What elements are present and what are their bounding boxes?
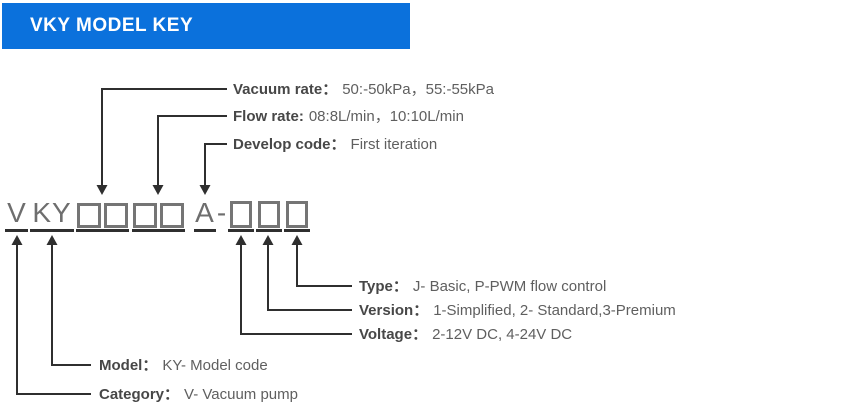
type-box <box>286 201 308 228</box>
underline-type-box <box>284 229 310 232</box>
arrow-down-icon <box>96 185 108 195</box>
voltage-connector <box>235 235 352 335</box>
arrow-down-icon <box>199 185 211 195</box>
flow-rate-annotation: Flow rate:08:8L/min，10:10L/min <box>233 108 464 125</box>
flow-rate-box-2 <box>160 203 184 228</box>
arrow-down-icon <box>152 185 164 195</box>
version-annotation: Version：1-Simplified, 2- Standard,3-Prem… <box>359 302 676 319</box>
vacuum-rate-value: 50:-50kPa，55:-55kPa <box>342 81 494 98</box>
vacuum-rate-label: Vacuum rate： <box>233 81 338 98</box>
code-develop-letter: A <box>195 197 215 228</box>
arrow-up-icon <box>291 235 303 245</box>
vacuum-rate-box-2 <box>104 203 128 228</box>
version-value: 1-Simplified, 2- Standard,3-Premium <box>433 302 676 319</box>
develop-code-label: Develop code： <box>233 136 346 153</box>
underline-model <box>30 229 74 232</box>
type-value: J- Basic, P-PWM flow control <box>412 278 607 295</box>
arrow-up-icon <box>11 235 23 245</box>
model-annotation: Model：KY- Model code <box>99 357 268 374</box>
underline-voltage-box <box>228 229 254 232</box>
flow-rate-label: Flow rate: <box>233 108 304 125</box>
underline-develop <box>194 229 216 232</box>
flow-rate-value: 08:8L/min，10:10L/min <box>308 108 464 125</box>
voltage-annotation: Voltage：2-12V DC, 4-24V DC <box>359 326 572 343</box>
version-label: Version： <box>359 302 429 319</box>
model-label: Model： <box>99 357 158 374</box>
voltage-box <box>230 201 252 228</box>
header-banner: VKY MODEL KEY <box>2 3 410 49</box>
underline-vacuum-pair <box>76 229 129 232</box>
code-separator: - <box>216 197 228 228</box>
arrow-up-icon <box>235 235 247 245</box>
code-category-letter: V <box>7 197 27 228</box>
arrow-up-icon <box>46 235 58 245</box>
version-box <box>258 201 280 228</box>
code-model-letters: KY <box>32 197 72 228</box>
category-annotation: Category：V- Vacuum pump <box>99 386 298 403</box>
underline-category <box>5 229 28 232</box>
page-title: VKY MODEL KEY <box>30 15 194 36</box>
voltage-value: 2-12V DC, 4-24V DC <box>432 326 573 343</box>
type-annotation: Type：J- Basic, P-PWM flow control <box>359 278 606 295</box>
category-connector <box>11 235 91 395</box>
model-connector <box>46 235 91 366</box>
develop-code-connector <box>199 143 227 195</box>
category-label: Category： <box>99 386 180 403</box>
develop-code-value: First iteration <box>350 136 438 153</box>
flow-rate-connector <box>152 115 227 195</box>
arrow-up-icon <box>262 235 274 245</box>
vacuum-rate-box-1 <box>77 203 101 228</box>
underline-version-box <box>256 229 282 232</box>
vacuum-rate-annotation: Vacuum rate：50:-50kPa，55:-55kPa <box>233 81 494 98</box>
develop-code-annotation: Develop code：First iteration <box>233 136 437 153</box>
category-value: V- Vacuum pump <box>184 386 298 403</box>
model-value: KY- Model code <box>162 357 268 374</box>
voltage-label: Voltage： <box>359 326 428 343</box>
vacuum-rate-connector <box>96 88 227 195</box>
version-connector <box>262 235 352 311</box>
type-connector <box>291 235 352 287</box>
flow-rate-box-1 <box>133 203 157 228</box>
type-label: Type： <box>359 278 408 295</box>
underline-flow-pair <box>132 229 185 232</box>
